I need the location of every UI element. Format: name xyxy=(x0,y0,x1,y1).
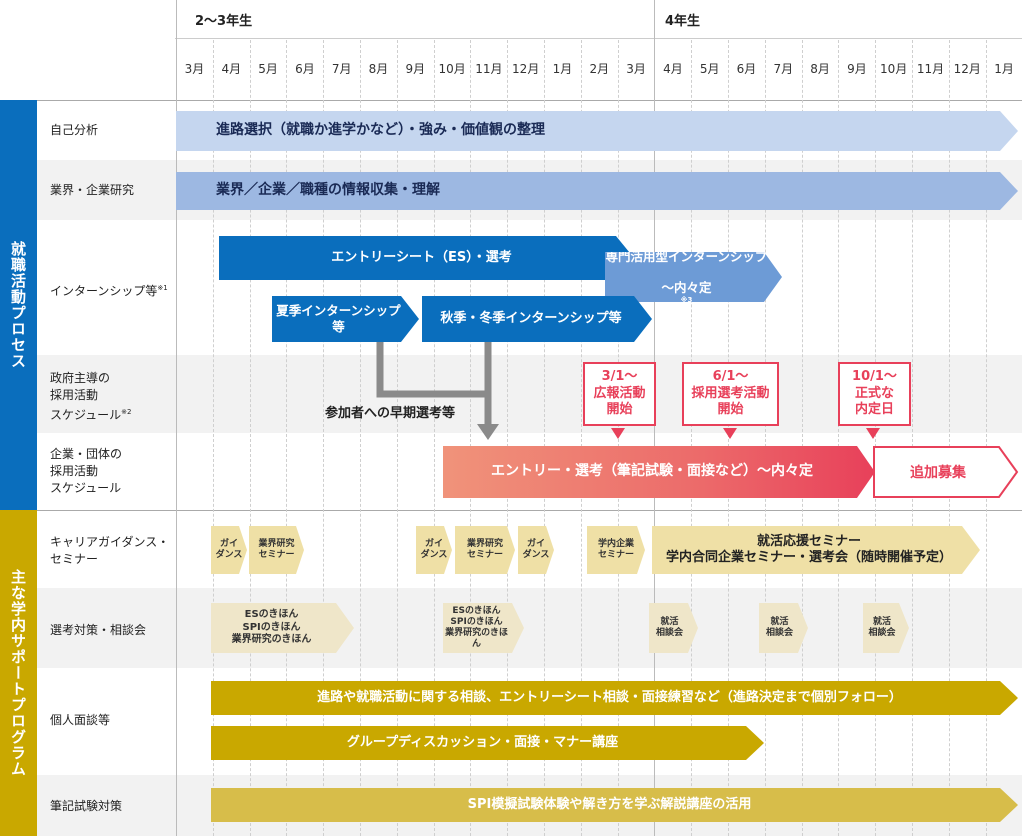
bar-self-analysis: 進路選択（就職か進学かなど）・強み・価値観の整理 xyxy=(176,111,1018,151)
callout-selection-start-pointer xyxy=(723,428,737,439)
early-selection-label: 参加者への早期選考等 xyxy=(325,406,456,421)
month-label: 5月 xyxy=(258,62,278,76)
grid-line xyxy=(948,40,950,836)
month-label: 12月 xyxy=(953,62,981,76)
month-label: 5月 xyxy=(699,62,720,76)
month-label: 10月 xyxy=(438,62,466,76)
bar-additional-recruit-outline xyxy=(873,446,1019,498)
industry-seminar-2: 業界研究セミナー xyxy=(455,526,515,574)
campus-company-seminar: 学内企業セミナー xyxy=(587,526,645,574)
row-label-gov-schedule: 政府主導の採用活動スケジュール※2 xyxy=(50,371,132,422)
callout-pr-start-pointer xyxy=(611,428,625,439)
month-label: 1月 xyxy=(552,62,573,76)
month-label: 10月 xyxy=(880,62,908,76)
grid-line xyxy=(249,40,251,836)
grid-line xyxy=(985,40,987,836)
industry-seminar-1: 業界研究セミナー xyxy=(249,526,304,574)
grid-line xyxy=(691,40,693,836)
consult-session-1: 就活相談会 xyxy=(649,603,698,653)
callout-pr-start: 3/1～広報活動開始 xyxy=(583,362,656,426)
row-label-company-schedule: 企業・団体の採用活動スケジュール xyxy=(50,447,123,495)
guidance-2: ガイダンス xyxy=(416,526,452,574)
grid-line xyxy=(396,40,398,836)
grid-line xyxy=(912,40,913,836)
period-year-4: 4年生 xyxy=(665,14,701,29)
grid-line xyxy=(470,40,472,836)
grid-line xyxy=(212,40,214,836)
early-selection-connector xyxy=(376,342,499,440)
row-label-career-guidance: キャリアガイダンス・セミナー xyxy=(50,535,170,566)
row-band-selection xyxy=(37,588,1022,668)
guidance-3: ガイダンス xyxy=(518,526,554,574)
row-label-internship: インターンシップ等※1 xyxy=(50,284,168,298)
period-divider xyxy=(175,38,1022,39)
month-label: 7月 xyxy=(773,62,794,76)
month-label: 11月 xyxy=(475,62,503,76)
grid-line xyxy=(286,40,288,836)
grid-line xyxy=(544,40,545,836)
period-years-2-3: 2～3年生 xyxy=(195,14,253,29)
row-label-written-test: 筆記試験対策 xyxy=(50,799,123,813)
month-label: 11月 xyxy=(916,62,945,76)
bar-additional-recruit: 追加募集 xyxy=(910,465,966,481)
month-label: 3月 xyxy=(184,62,205,76)
grid-line xyxy=(433,40,435,836)
section-label-process: 就職活動プロセス xyxy=(0,100,37,510)
bar-group-discussion: グループディスカッション・面接・マナー講座 xyxy=(211,726,764,760)
month-label: 4月 xyxy=(663,62,683,76)
grid-line xyxy=(323,40,325,836)
bar-entry-selection: エントリー・選考（筆記試験・面接など）～内々定 xyxy=(443,446,875,498)
row-label-self-analysis: 自己分析 xyxy=(50,123,99,137)
month-label: 2月 xyxy=(589,62,610,76)
grid-line xyxy=(580,40,582,836)
row-label-selection-support: 選考対策・相談会 xyxy=(50,623,147,637)
month-label: 6月 xyxy=(736,62,757,76)
bar-summer-internship: 夏季インターンシップ等 xyxy=(272,296,419,342)
consult-session-2: 就活相談会 xyxy=(759,603,808,653)
month-label: 9月 xyxy=(847,62,867,76)
row-label-industry-research: 業界・企業研究 xyxy=(50,183,135,197)
callout-official-offer-pointer xyxy=(866,428,880,439)
month-label: 8月 xyxy=(368,62,389,76)
bar-spi: SPI模擬試験体験や解き方を学ぶ解説講座の活用 xyxy=(211,788,1018,822)
grid-line xyxy=(360,40,361,836)
month-label: 3月 xyxy=(626,62,646,76)
bar-specialized-internship: 専門活用型インターンシップ～内々定※3 xyxy=(605,252,782,302)
grid-line xyxy=(801,40,803,836)
month-label: 1月 xyxy=(994,62,1014,76)
month-label: 12月 xyxy=(512,62,540,76)
consult-session-3: 就活相談会 xyxy=(863,603,909,653)
callout-official-offer: 10/1～正式な内定日 xyxy=(838,362,911,426)
grid-line xyxy=(764,40,766,836)
bar-autumn-winter-internship: 秋季・冬季インターンシップ等 xyxy=(422,296,652,342)
bar-entry-sheet: エントリーシート（ES）・選考 xyxy=(219,236,634,280)
header-divider xyxy=(37,100,1022,101)
grid-line xyxy=(507,40,509,836)
month-label: 7月 xyxy=(331,62,352,76)
bar-industry-research: 業界／企業／職種の情報収集・理解 xyxy=(176,172,1018,210)
callout-selection-start: 6/1～採用選考活動開始 xyxy=(682,362,779,426)
grid-line xyxy=(176,0,177,836)
grid-line xyxy=(838,40,840,836)
job-support-seminar: 就活応援セミナー学内合同企業セミナー・選考会（随時開催予定） xyxy=(652,526,980,574)
bar-interview-main: 進路や就職活動に関する相談、エントリーシート相談・面接練習など（進路決定まで個別… xyxy=(211,681,1018,715)
month-label: 8月 xyxy=(810,62,830,76)
month-label: 9月 xyxy=(405,62,426,76)
month-label: 6月 xyxy=(295,62,315,76)
section-divider xyxy=(37,510,1022,511)
month-label: 4月 xyxy=(221,62,242,76)
row-label-interview: 個人面談等 xyxy=(50,713,111,727)
guidance-1: ガイダンス xyxy=(211,526,247,574)
section-label-support: 主な学内サポートプログラム xyxy=(0,510,37,836)
